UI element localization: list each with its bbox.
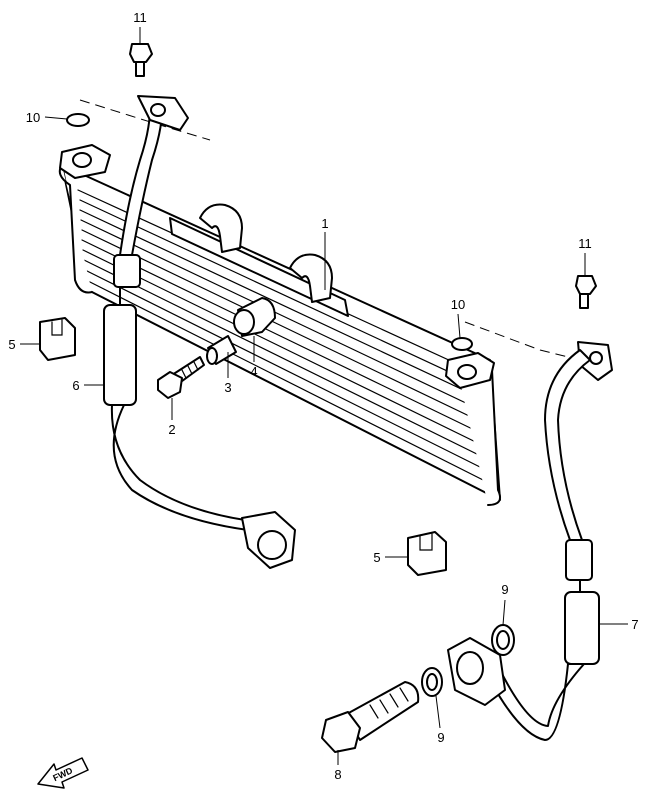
right-oil-hose bbox=[447, 341, 613, 741]
left-oil-hose bbox=[103, 95, 296, 569]
callout-6: 6 bbox=[72, 378, 79, 393]
callout-4: 4 bbox=[250, 364, 257, 379]
callout-7: 7 bbox=[631, 617, 638, 632]
callout-10-left: 10 bbox=[26, 110, 40, 125]
leader-lines bbox=[20, 27, 628, 765]
cushion-part-5-left bbox=[39, 317, 76, 361]
collar-part-3 bbox=[206, 335, 237, 365]
bolt-part-11-left bbox=[129, 43, 153, 77]
callout-5-left: 5 bbox=[8, 337, 15, 352]
bolt-part-11-right bbox=[575, 275, 597, 309]
fwd-arrow-icon: FWD bbox=[37, 757, 89, 789]
gasket-part-9-a bbox=[421, 667, 443, 697]
banjo-bolt-part-8 bbox=[321, 681, 420, 753]
callout-9-lower: 9 bbox=[437, 730, 444, 745]
callout-2: 2 bbox=[168, 422, 175, 437]
callout-5-right: 5 bbox=[373, 550, 380, 565]
o-ring-part-10-right bbox=[451, 337, 473, 351]
o-ring-part-10-left bbox=[66, 113, 90, 127]
grommet-part-4 bbox=[233, 297, 276, 337]
callout-10-right: 10 bbox=[451, 297, 465, 312]
cooler-fins bbox=[77, 189, 496, 487]
callouts: 1 2 3 4 5 5 6 7 8 9 9 10 10 11 11 bbox=[8, 10, 638, 782]
callout-3: 3 bbox=[224, 380, 231, 395]
callout-8: 8 bbox=[334, 767, 341, 782]
callout-9-upper: 9 bbox=[501, 582, 508, 597]
callout-11-left: 11 bbox=[133, 10, 147, 25]
gasket-part-9-b bbox=[491, 624, 515, 656]
callout-11-right: 11 bbox=[578, 236, 592, 251]
callout-1: 1 bbox=[321, 216, 328, 231]
mounting-brackets bbox=[199, 203, 333, 303]
oil-cooler bbox=[58, 144, 501, 506]
bolt-part-2 bbox=[157, 356, 205, 399]
cushion-part-5-right bbox=[407, 531, 447, 576]
